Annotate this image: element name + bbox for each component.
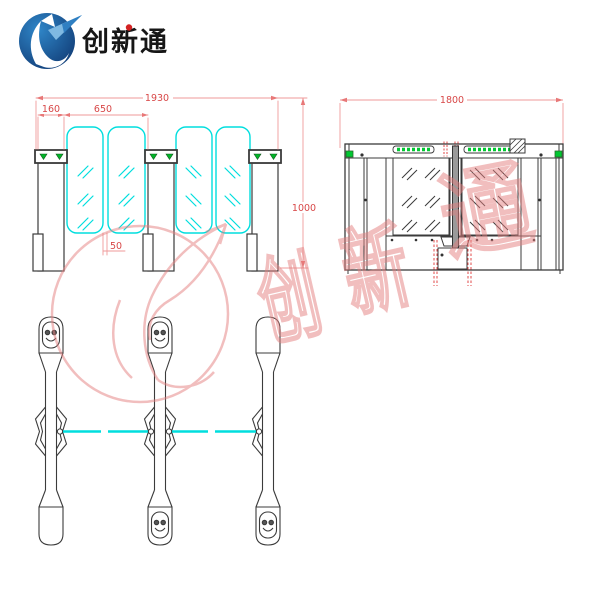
led-strip-left	[392, 145, 435, 154]
watermark-swoosh	[112, 222, 228, 389]
cabinet-cap	[144, 149, 178, 164]
watermark-circle	[50, 224, 230, 404]
glass-panel	[175, 126, 213, 234]
brand-name: 创新通	[81, 26, 169, 58]
watermark-char-3: 通	[431, 148, 541, 274]
brand-logo: 创新通	[19, 13, 169, 69]
glass-panel	[107, 126, 146, 234]
card-reader-window	[509, 138, 526, 154]
logo-wing-dark	[62, 15, 82, 33]
door-lock	[440, 253, 444, 257]
side-view-drawing: 1800	[339, 93, 564, 286]
dim-height: 1000	[292, 203, 316, 214]
door-hinge-dashed-lines	[433, 240, 472, 286]
status-light-left	[345, 150, 354, 158]
front-dimension-labels: 1930 160 650 1000 50	[41, 91, 316, 252]
dim-overall-width: 1930	[145, 93, 169, 104]
plan-view-drawing	[34, 316, 281, 546]
swing-arm-edge	[440, 145, 471, 253]
cabinet-foot	[32, 233, 44, 272]
dim-label-bg	[437, 93, 467, 104]
dim-cabinet-width: 160	[42, 104, 60, 115]
logo-swoosh	[30, 21, 69, 68]
cabinet-foot	[142, 233, 154, 272]
logo-arrow-tip	[41, 14, 55, 27]
watermark: 创 新 通	[50, 147, 542, 404]
front-dimensions	[35, 97, 309, 269]
plan-cabinet-2	[143, 316, 177, 546]
front-view-drawing: 1930 160 650 1000 50	[32, 91, 316, 272]
dim-passage-width: 650	[94, 104, 112, 115]
side-dimensions	[339, 99, 564, 148]
plan-cabinet-3	[251, 316, 281, 546]
access-door	[433, 240, 472, 286]
swing-glass-panels	[66, 126, 251, 234]
side-glass-windows	[392, 157, 519, 236]
brand-red-dot	[125, 24, 133, 31]
glass-panel	[215, 126, 251, 234]
cabinet-cap	[34, 149, 68, 164]
cabinet-foot	[246, 233, 258, 272]
gate-cabinets-front	[32, 149, 282, 272]
glass-panel	[66, 126, 104, 234]
status-light-right	[554, 150, 563, 158]
pivot-points	[56, 428, 263, 435]
side-dimension-arrows	[340, 97, 563, 103]
dim-glass-gap: 50	[110, 241, 122, 252]
cabinet-cap	[248, 149, 282, 164]
dim-length: 1800	[440, 95, 464, 106]
front-dimension-arrows	[36, 95, 306, 268]
fastener-dots	[360, 153, 543, 242]
